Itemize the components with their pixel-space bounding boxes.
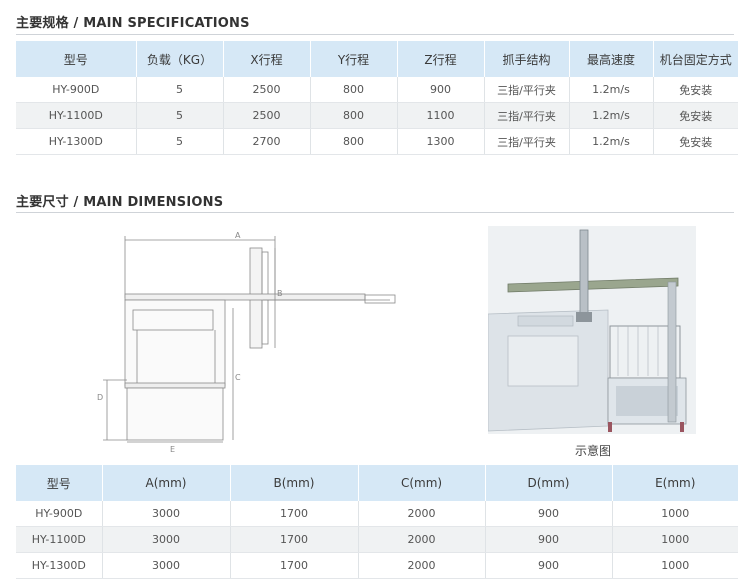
drawing-label-c: C <box>235 373 241 382</box>
table-cell: 免安装 <box>653 77 738 103</box>
dimensions-divider <box>16 212 734 213</box>
table-cell: HY-1100D <box>16 102 137 129</box>
table-cell: 免安装 <box>653 128 738 155</box>
table-cell: 1700 <box>230 552 359 579</box>
specs-header-cell: 抓手结构 <box>484 41 570 77</box>
dimension-drawing: A B C D E <box>97 231 396 454</box>
table-cell: 1700 <box>230 526 359 553</box>
specs-header-cell: 机台固定方式 <box>653 41 738 77</box>
dimensions-header-cell: E(mm) <box>612 465 738 501</box>
table-row: HY-900D 3000 1700 2000 900 1000 <box>16 501 738 527</box>
table-cell: HY-1300D <box>16 552 103 579</box>
table-row: HY-1100D 3000 1700 2000 900 1000 <box>16 526 738 553</box>
table-cell: 800 <box>310 77 398 103</box>
table-cell: HY-900D <box>16 77 137 103</box>
drawing-label-e: E <box>170 445 175 454</box>
table-cell: 1700 <box>230 501 359 527</box>
specs-header-cell: Z行程 <box>397 41 485 77</box>
table-cell: 900 <box>485 552 613 579</box>
drawing-label-b: B <box>277 289 283 298</box>
table-cell: 2000 <box>358 526 486 553</box>
dimensions-header-cell: A(mm) <box>102 465 231 501</box>
specs-header-row: 型号 负载（KG） X行程 Y行程 Z行程 抓手结构 最高速度 机台固定方式 <box>16 41 738 77</box>
table-cell: 2500 <box>223 102 311 129</box>
table-cell: 1000 <box>612 526 738 553</box>
specs-header-cell: 负载（KG） <box>136 41 224 77</box>
table-row: HY-1300D 3000 1700 2000 900 1000 <box>16 552 738 579</box>
table-row: HY-900D 5 2500 800 900 三指/平行夹 1.2m/s 免安装 <box>16 77 738 103</box>
specs-title: 主要规格 / MAIN SPECIFICATIONS <box>16 16 250 31</box>
dimensions-header-cell: D(mm) <box>485 465 613 501</box>
table-cell: 2500 <box>223 77 311 103</box>
table-cell: 三指/平行夹 <box>484 128 570 155</box>
table-cell: 900 <box>485 526 613 553</box>
table-cell: HY-1300D <box>16 128 137 155</box>
specs-header-cell: 最高速度 <box>569 41 654 77</box>
table-cell: 1100 <box>397 102 485 129</box>
table-cell: 900 <box>485 501 613 527</box>
table-cell: 800 <box>310 102 398 129</box>
dimensions-header-cell: 型号 <box>16 465 103 501</box>
table-cell: 800 <box>310 128 398 155</box>
specs-header-cell: 型号 <box>16 41 137 77</box>
table-cell: 免安装 <box>653 102 738 129</box>
table-cell: 1300 <box>397 128 485 155</box>
table-cell: 2000 <box>358 552 486 579</box>
table-cell: HY-1100D <box>16 526 103 553</box>
specs-header-cell: X行程 <box>223 41 311 77</box>
table-cell: 1000 <box>612 501 738 527</box>
specs-table: 型号 负载（KG） X行程 Y行程 Z行程 抓手结构 最高速度 机台固定方式 H… <box>16 41 738 155</box>
dimensions-header-cell: C(mm) <box>358 465 486 501</box>
table-cell: 900 <box>397 77 485 103</box>
table-cell: 三指/平行夹 <box>484 77 570 103</box>
table-cell: 1000 <box>612 552 738 579</box>
table-cell: 3000 <box>102 552 231 579</box>
table-cell: 1.2m/s <box>569 77 654 103</box>
dimensions-table: 型号 A(mm) B(mm) C(mm) D(mm) E(mm) HY-900D… <box>16 465 738 579</box>
dimensions-header-cell: B(mm) <box>230 465 359 501</box>
table-cell: 3000 <box>102 501 231 527</box>
table-cell: HY-900D <box>16 501 103 527</box>
table-cell: 1.2m/s <box>569 128 654 155</box>
table-cell: 2700 <box>223 128 311 155</box>
drawing-label-d: D <box>97 393 103 402</box>
table-cell: 三指/平行夹 <box>484 102 570 129</box>
dimensions-title: 主要尺寸 / MAIN DIMENSIONS <box>16 195 224 210</box>
table-row: HY-1100D 5 2500 800 1100 三指/平行夹 1.2m/s 免… <box>16 102 738 129</box>
illustration-caption: 示意图 <box>575 444 612 458</box>
specs-divider <box>16 34 734 35</box>
specs-header-cell: Y行程 <box>310 41 398 77</box>
table-cell: 2000 <box>358 501 486 527</box>
table-cell: 1.2m/s <box>569 102 654 129</box>
table-row: HY-1300D 5 2700 800 1300 三指/平行夹 1.2m/s 免… <box>16 128 738 155</box>
dimensions-header-row: 型号 A(mm) B(mm) C(mm) D(mm) E(mm) <box>16 465 738 501</box>
table-cell: 5 <box>136 102 224 129</box>
machine-illustration <box>488 226 696 434</box>
table-cell: 5 <box>136 77 224 103</box>
table-cell: 5 <box>136 128 224 155</box>
table-cell: 3000 <box>102 526 231 553</box>
drawing-label-a: A <box>235 231 241 240</box>
